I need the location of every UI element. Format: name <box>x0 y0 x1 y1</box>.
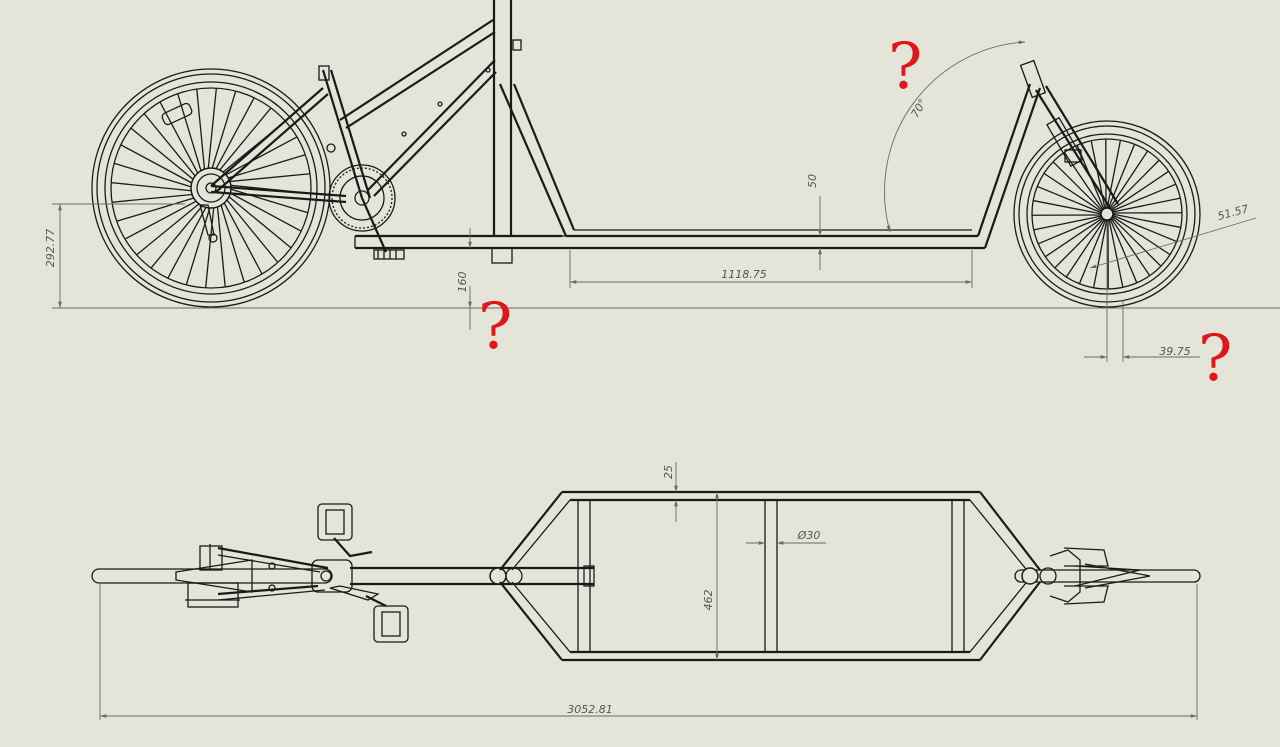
wheel-spoke <box>120 144 196 186</box>
cargo-frame-top <box>499 490 1041 662</box>
wheel-spoke <box>1033 215 1103 231</box>
wheel-spoke <box>1037 216 1104 245</box>
wheel-spoke <box>226 187 309 214</box>
wheel-spoke <box>1110 170 1170 212</box>
wheel-spoke <box>213 97 255 173</box>
wheel-spoke <box>1054 217 1105 269</box>
wheel-spoke <box>225 193 292 249</box>
wheel-spoke <box>223 196 279 263</box>
wheel-spoke <box>1052 161 1104 212</box>
wheel-spoke <box>130 127 197 183</box>
dim-tube-diameter-label: Ø30 <box>797 529 821 542</box>
wheel-spoke <box>225 173 311 183</box>
wheel-spoke <box>1033 199 1103 215</box>
question-mark-offset: ? <box>1198 322 1232 396</box>
wheel-spoke <box>1037 185 1103 214</box>
wheel-spoke <box>111 193 197 203</box>
top-dimensions: 25 Ø30 462 3052.81 <box>99 462 1198 720</box>
wheel-spoke <box>196 88 206 174</box>
dim-fork-label: 51.57 <box>1216 202 1250 223</box>
wheel-spoke <box>1043 172 1103 213</box>
wheel-spoke <box>124 198 200 240</box>
wheel-spoke <box>216 107 272 174</box>
dim-height-label: 292.77 <box>44 229 57 268</box>
wheel-spoke <box>204 203 215 288</box>
wheel-spoke <box>1111 213 1181 229</box>
wheel-spoke <box>1078 218 1107 284</box>
wheel-spoke <box>221 199 263 275</box>
wheel-spoke <box>1109 217 1151 277</box>
rear-stays-top <box>217 546 353 601</box>
question-annotations: ? ? ? <box>478 30 1232 396</box>
wheel-spoke <box>1092 218 1108 288</box>
wheel-spoke <box>111 181 196 192</box>
wheel-spoke <box>1109 217 1138 284</box>
wheel-spoke <box>167 203 209 279</box>
wheel-spoke <box>1108 218 1124 288</box>
dim-tube-label: 50 <box>806 174 819 188</box>
wheel-spoke <box>1108 150 1149 210</box>
side-view: 292.77 160 1118.75 50 70° 51.57 39.75 <box>44 0 1280 362</box>
wheel-spoke <box>210 90 237 173</box>
wheel-spoke <box>1110 216 1162 267</box>
crankset <box>328 164 405 260</box>
wheel-spoke <box>1044 216 1104 258</box>
front-end-top <box>1014 547 1201 605</box>
wheel-spoke <box>207 88 218 173</box>
wheel-spoke <box>1090 140 1106 210</box>
wheel-spoke <box>150 202 206 269</box>
wheel-spoke <box>1111 197 1181 213</box>
top-view: 25 Ø30 462 3052.81 <box>91 462 1201 720</box>
wheel-spoke <box>219 201 245 283</box>
wheel-spoke <box>226 190 302 232</box>
wheel-spoke <box>1110 183 1177 212</box>
question-mark-bracket: ? <box>478 290 512 364</box>
wheel-spoke <box>159 101 201 177</box>
wheel-spoke <box>224 154 306 180</box>
bottom-tube <box>354 234 562 250</box>
wheel-spoke <box>1107 144 1136 210</box>
main-tube-top <box>350 565 595 587</box>
vertical-post <box>491 0 513 264</box>
wheel-spoke <box>185 203 212 286</box>
wheel-spoke <box>216 202 226 288</box>
wheel-spoke <box>177 93 203 175</box>
rear-wheel <box>91 68 331 308</box>
wheel-spoke <box>136 200 203 256</box>
dim-total-length-label: 3052.81 <box>567 703 613 716</box>
question-mark-angle: ? <box>888 30 922 104</box>
dim-cargo-length-label: 1118.75 <box>721 268 767 281</box>
wheel-spoke <box>113 162 196 189</box>
wheel-spoke <box>143 113 199 180</box>
dim-width-label: 462 <box>702 590 715 611</box>
wheel-spoke <box>1063 151 1105 211</box>
dim-offset-label: 39.75 <box>1159 345 1191 358</box>
pedals-top <box>317 503 409 643</box>
wheel-spoke <box>116 196 198 222</box>
dim-wall-label: 25 <box>662 465 675 479</box>
cargo-frame <box>498 83 1042 250</box>
dim-bottom-bracket-label: 160 <box>456 272 469 293</box>
wheel-spoke <box>1111 214 1177 243</box>
wheel-spoke <box>1076 144 1105 211</box>
wheel-spoke <box>1111 215 1171 256</box>
rear-frame <box>210 19 522 204</box>
wheel-spoke <box>1065 218 1106 278</box>
wheel-spoke <box>1109 159 1160 211</box>
rear-wheel-top <box>91 544 333 608</box>
wheel-spoke <box>1106 140 1122 210</box>
wheel-spoke <box>222 136 298 178</box>
